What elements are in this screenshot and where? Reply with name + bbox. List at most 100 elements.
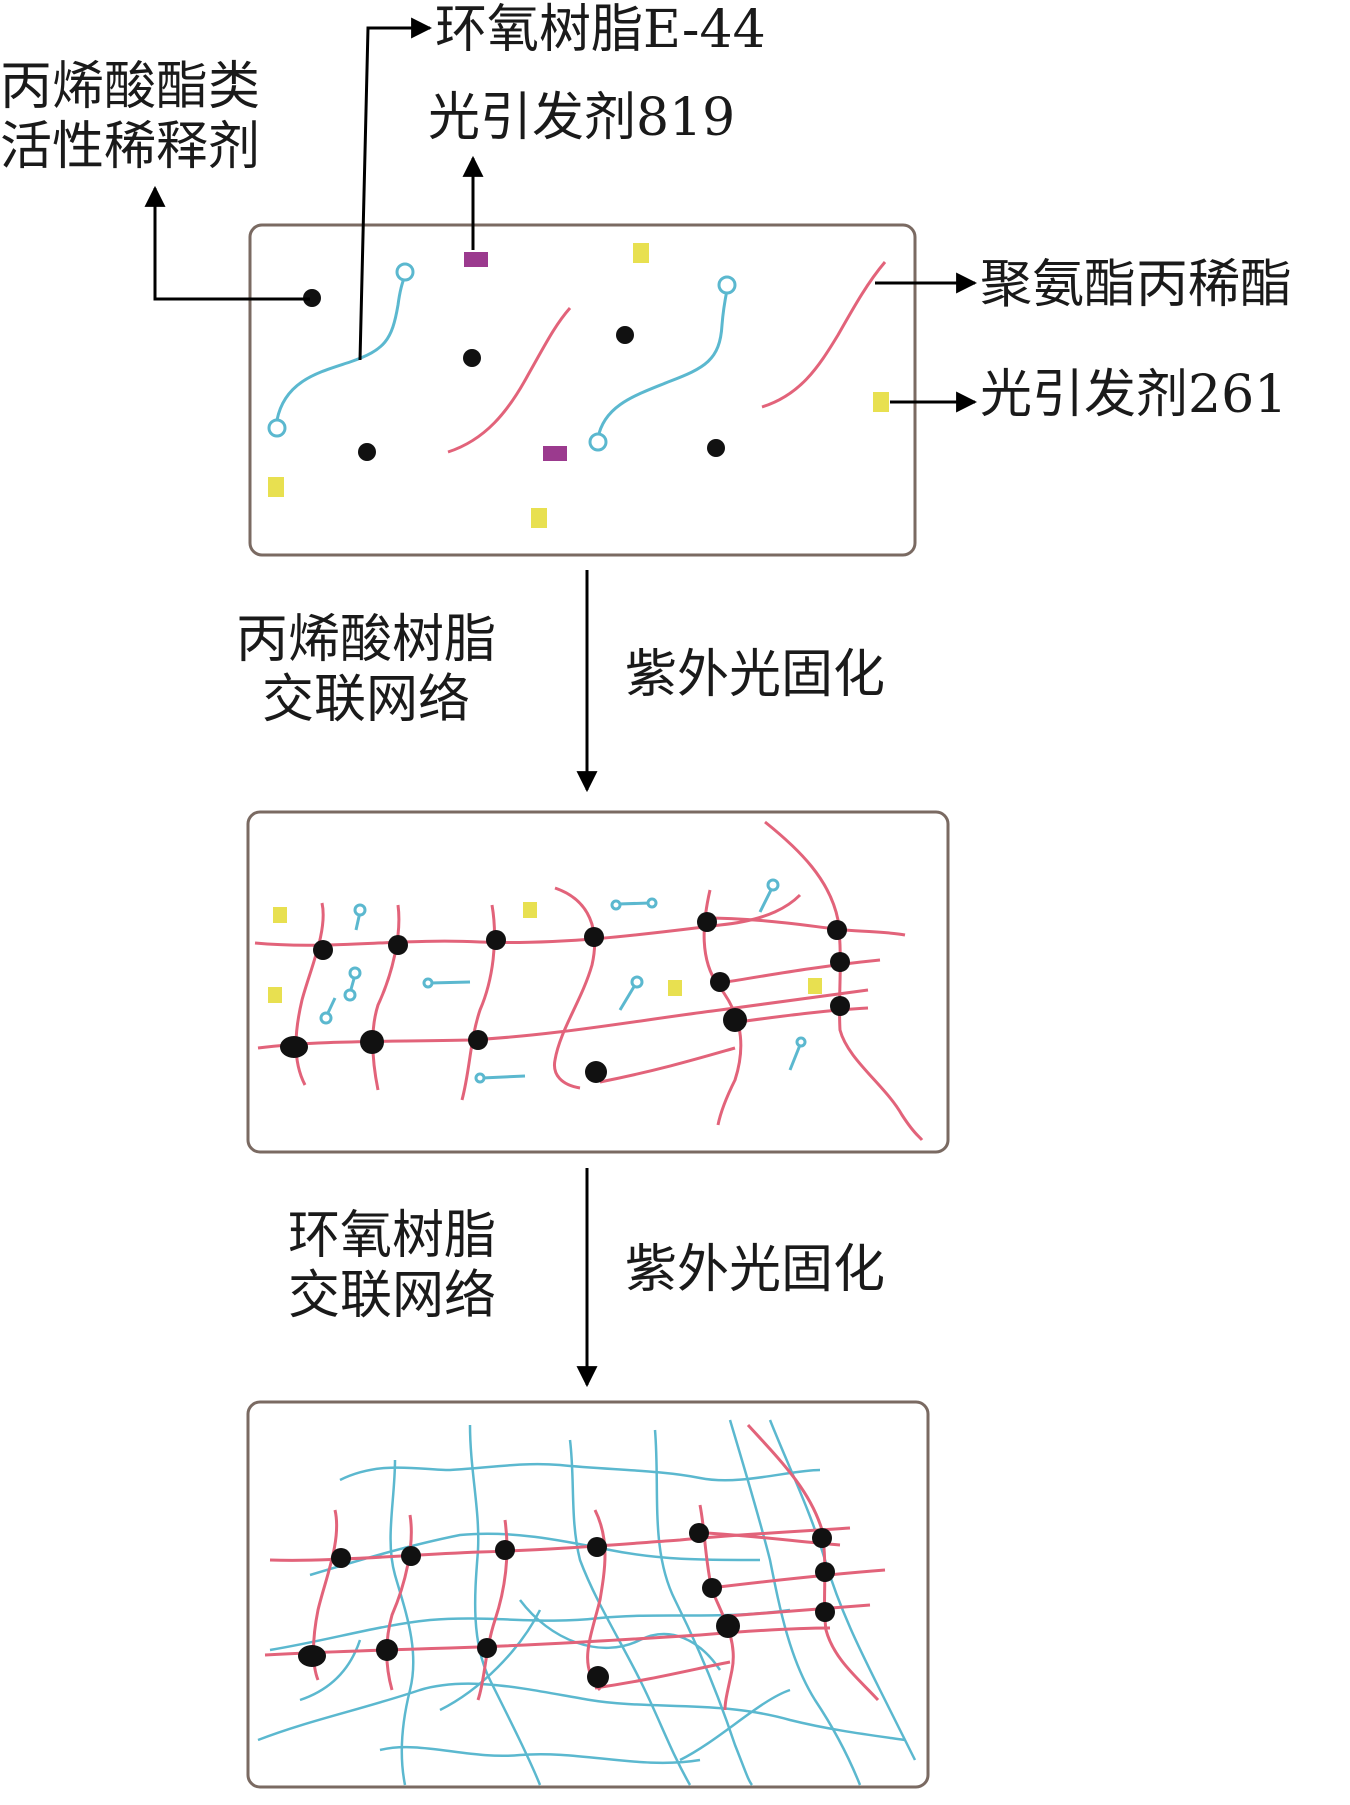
panel-2-network [254, 820, 924, 1141]
epoxy-strand [568, 1439, 692, 1786]
epoxy-ring-1a [267, 418, 287, 438]
epoxy-strand [257, 1682, 906, 1742]
panel-2-frame [246, 810, 950, 1154]
label-epoxy-resin: 环氧树脂E-44 [435, 0, 766, 60]
initiator-819-1 [464, 252, 488, 267]
crosslink-dot [689, 1523, 709, 1543]
crosslink-dot [468, 1030, 488, 1050]
acrylate-strand [385, 1514, 413, 1691]
label-acrylic-network-line1: 丙烯酸树脂 [236, 610, 497, 670]
label-acrylic-network: 丙烯酸树脂 交联网络 [236, 610, 496, 730]
crosslink-dot [710, 972, 730, 992]
epoxy-ring [646, 897, 658, 909]
epoxy-ring [474, 1072, 486, 1084]
crosslink-dot [812, 1528, 832, 1548]
acrylate-dot-1 [303, 289, 321, 307]
label-uv-curing-1: 紫外光固化 [625, 645, 886, 705]
crosslink-dot [376, 1639, 398, 1661]
label-acrylate-diluent: 丙烯酸酯类 活性稀释剂 [0, 57, 260, 177]
acrylate-strand [764, 820, 924, 1141]
epoxy-strand [679, 1688, 791, 1762]
epoxy-strand [379, 1745, 701, 1765]
initiator-261-1 [633, 243, 649, 263]
epoxy-ring-1b [395, 262, 415, 282]
acrylate-strand [599, 1046, 736, 1084]
initiator-261-marker [523, 902, 537, 918]
initiator-261-2 [873, 392, 889, 412]
epoxy-strand [439, 1609, 542, 1712]
epoxy-strand [429, 980, 471, 985]
crosslink-dot [486, 930, 506, 950]
acrylate-dot-4 [358, 443, 376, 461]
initiator-261-marker [273, 907, 287, 923]
label-urethane-acrylate: 聚氨酯丙稀酯 [980, 255, 1293, 315]
label-photoinitiator-819: 光引发剂819 [428, 88, 736, 148]
crosslink-dot [815, 1562, 835, 1582]
epoxy-ring [795, 1036, 807, 1048]
epoxy-strand [309, 1532, 761, 1577]
label-epoxy-network: 环氧树脂 交联网络 [288, 1206, 496, 1326]
crosslink-dot [587, 1666, 609, 1688]
crosslink-dot [495, 1540, 515, 1560]
epoxy-ring [343, 988, 357, 1002]
epoxy-chain-2 [596, 289, 729, 439]
acrylate-strand [727, 1603, 871, 1618]
acrylate-dot-5 [707, 439, 725, 457]
acrylate-strand [254, 893, 802, 947]
epoxy-strand [269, 1608, 791, 1652]
crosslink-dot [702, 1578, 722, 1598]
crosslink-dot [716, 1614, 740, 1638]
crosslink-dot [360, 1030, 384, 1054]
acrylate-dot-2 [463, 349, 481, 367]
label-epoxy-network-line2: 交联网络 [288, 1266, 497, 1326]
epoxy-strand [728, 1419, 862, 1786]
epoxy-strand [339, 1462, 821, 1482]
crosslink-dot [723, 1008, 747, 1032]
acrylate-strand [719, 958, 881, 985]
initiator-261-marker [808, 978, 822, 994]
initiator-261-4 [531, 508, 547, 528]
epoxy-strand [389, 1459, 415, 1786]
epoxy-strand [299, 1639, 362, 1702]
crosslink-dot [401, 1546, 421, 1566]
urethane-chain-2 [761, 261, 887, 409]
crosslink-dot [585, 1061, 607, 1083]
crosslink-dot [827, 920, 847, 940]
crosslink-dot [697, 912, 717, 932]
initiator-261-3 [268, 477, 284, 497]
label-photoinitiator-261: 光引发剂261 [980, 365, 1288, 425]
label-acrylate-diluent-line1: 丙烯酸酯类 [0, 57, 261, 117]
label-uv-curing-2: 紫外光固化 [625, 1240, 886, 1300]
epoxy-strand [758, 887, 774, 913]
crosslink-dot [331, 1548, 351, 1568]
acrylate-strand [264, 1626, 831, 1657]
epoxy-strand [481, 1074, 526, 1080]
epoxy-ring [610, 899, 622, 911]
acrylate-strand [709, 1568, 886, 1590]
crosslink-dot [587, 1537, 607, 1557]
epoxy-strand [618, 984, 637, 1011]
epoxy-chain-1 [275, 274, 407, 421]
epoxy-ring-2a [588, 432, 608, 452]
label-epoxy-network-line1: 环氧树脂 [288, 1206, 497, 1266]
epoxy-strand [617, 901, 651, 906]
initiator-261-marker [668, 980, 682, 996]
crosslink-dot [280, 1036, 308, 1058]
panel-1-frame [248, 223, 917, 557]
epoxy-ring [319, 1011, 333, 1025]
epoxy-ring [766, 878, 780, 892]
acrylate-strand [552, 886, 597, 1090]
epoxy-strand [788, 1044, 802, 1071]
epoxy-ring [422, 977, 434, 989]
epoxy-ring-2b [717, 275, 737, 295]
acrylate-strand [594, 1660, 731, 1690]
crosslink-dot [830, 996, 850, 1016]
crosslink-dot [830, 952, 850, 972]
crosslink-dot [388, 935, 408, 955]
label-acrylic-network-line2: 交联网络 [262, 670, 471, 730]
label-acrylate-diluent-line2: 活性稀释剂 [0, 117, 261, 177]
initiator-819-2 [543, 446, 567, 461]
epoxy-ring [630, 975, 644, 989]
crosslink-dot [477, 1638, 497, 1658]
